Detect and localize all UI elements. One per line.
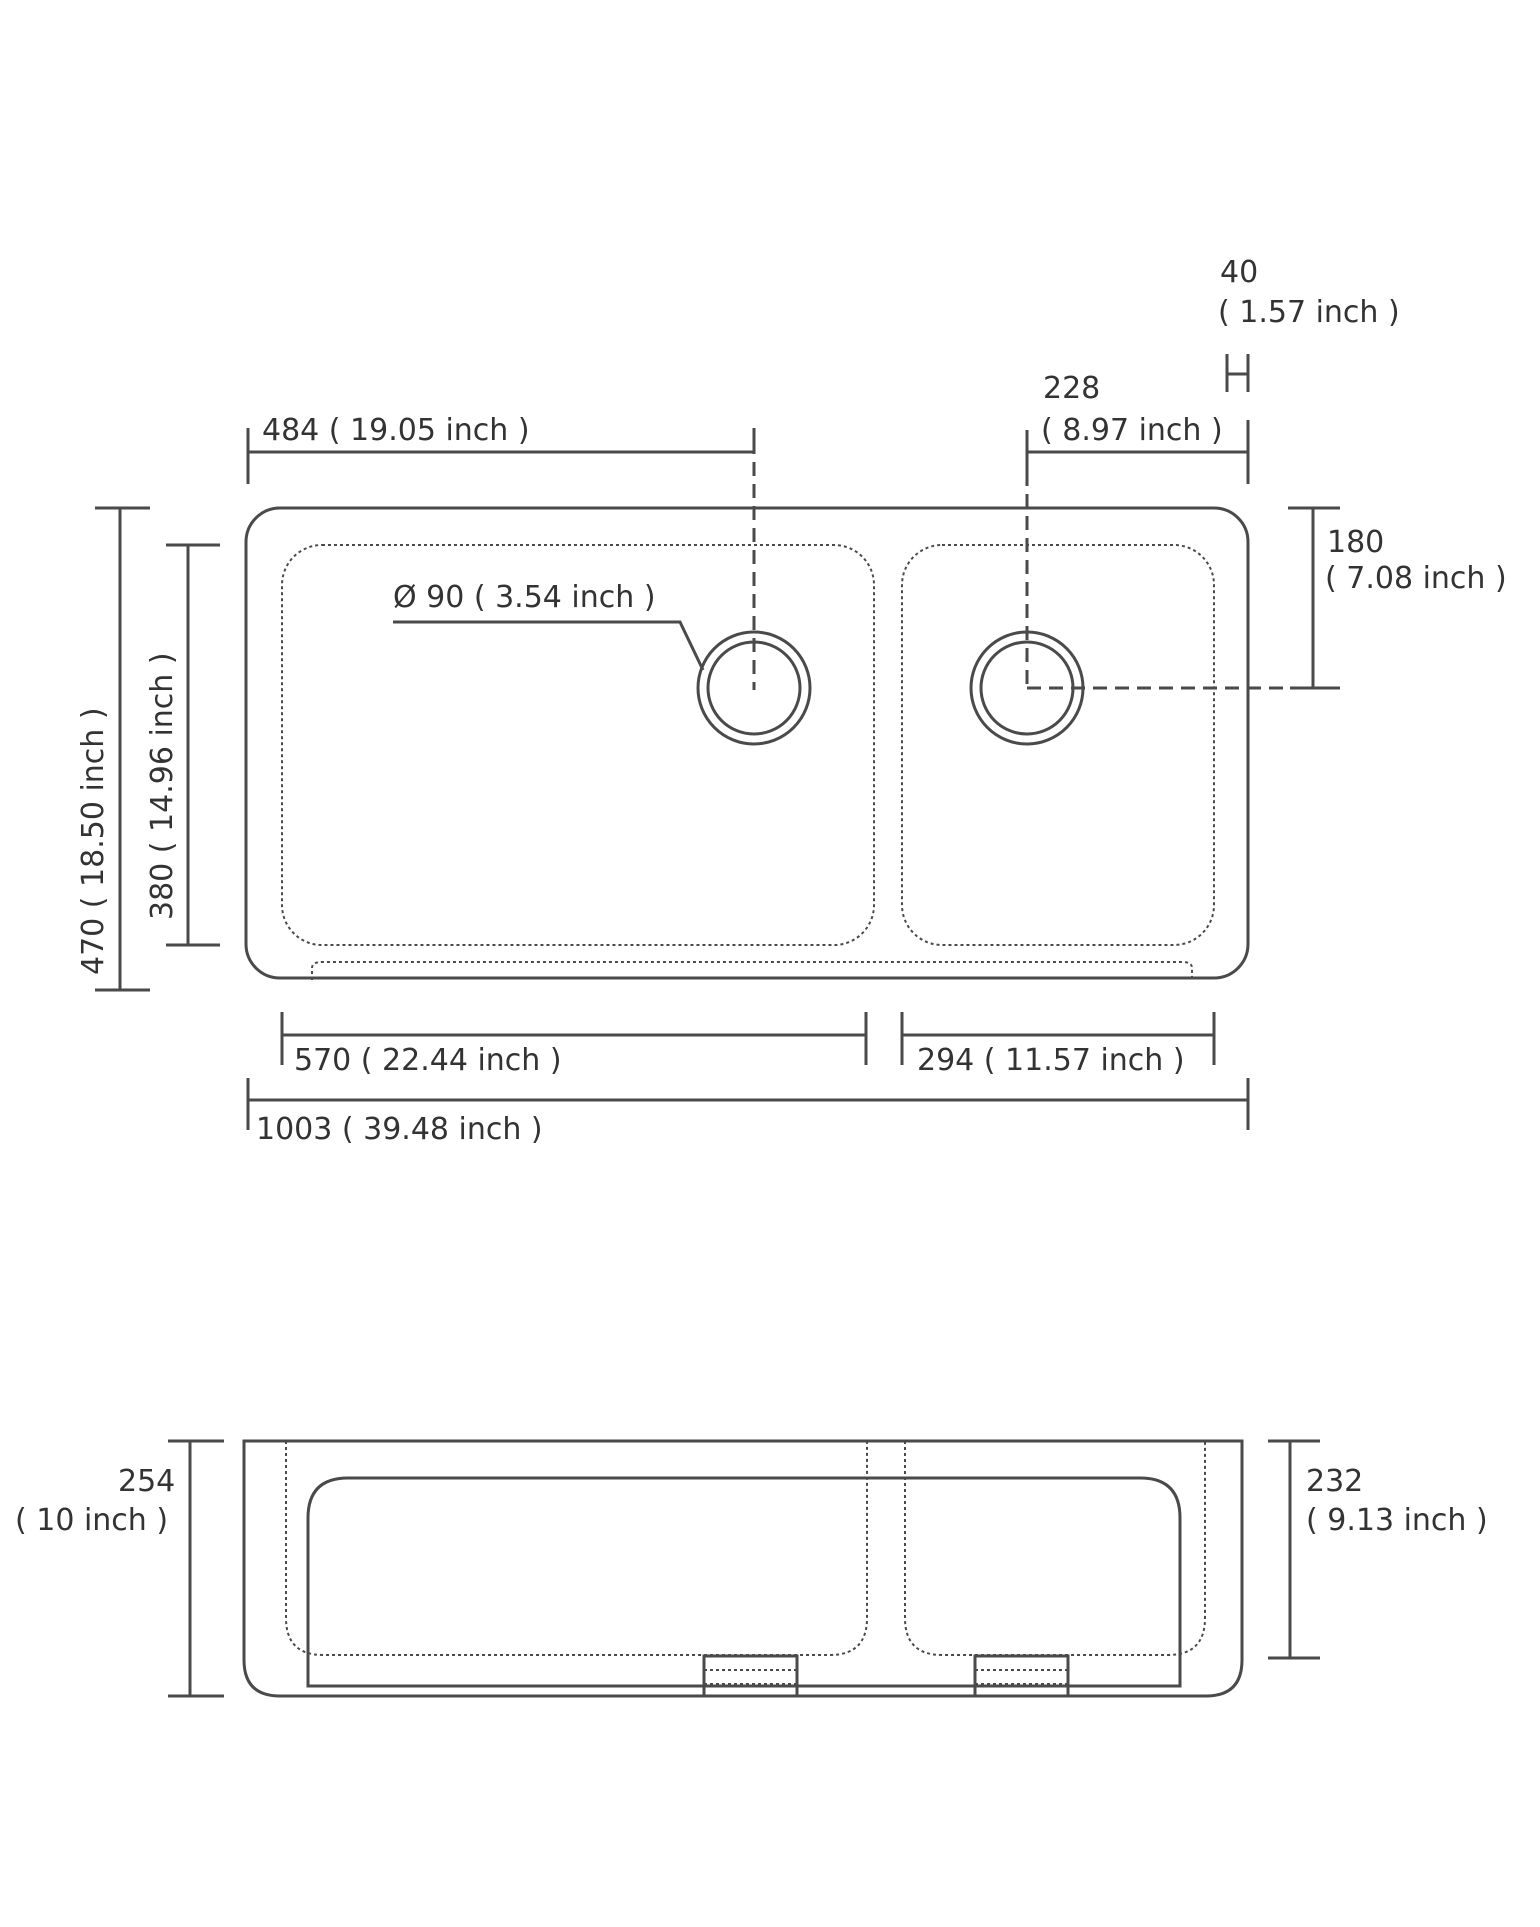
drain-depth-position-inch: ( 7.08 inch ) xyxy=(1325,561,1507,596)
right-bowl-section xyxy=(904,1441,1206,1656)
drain-depth-position-value: 180 xyxy=(1327,525,1384,560)
right-bowl-width-dimension: 294 ( 11.57 inch ) xyxy=(900,1012,1216,1078)
bowl-depth-dimension: 380 ( 14.96 inch ) xyxy=(145,543,220,947)
right-drain-position-inch: ( 8.97 inch ) xyxy=(1041,413,1223,448)
drain-diameter-callout: Ø 90 ( 3.54 inch ) xyxy=(393,580,705,671)
right-bowl-width-label: 294 ( 11.57 inch ) xyxy=(917,1043,1185,1078)
right-drain-flange xyxy=(973,1654,1070,1698)
right-drain-position-value: 228 xyxy=(1043,371,1100,406)
bowl-height-value: 232 xyxy=(1306,1464,1363,1499)
front-ledge xyxy=(311,961,1193,980)
left-bowl-outline xyxy=(281,544,875,946)
overall-height-inch: ( 10 inch ) xyxy=(15,1503,168,1538)
top-view: 484 ( 19.05 inch ) 228 ( 8.97 inch ) 40 … xyxy=(76,255,1507,1147)
right-bowl-outline xyxy=(901,544,1215,946)
overall-height-value: 254 xyxy=(118,1464,175,1499)
rim-thickness-dimension: 40 ( 1.57 inch ) xyxy=(1218,255,1400,392)
overall-depth-label: 470 ( 18.50 inch ) xyxy=(76,707,111,975)
rim-thickness-inch: ( 1.57 inch ) xyxy=(1218,295,1400,330)
bowl-height-inch: ( 9.13 inch ) xyxy=(1306,1503,1488,1538)
right-drain-position-dimension: 228 ( 8.97 inch ) xyxy=(1025,371,1250,484)
drain-depth-position-dimension: 180 ( 7.08 inch ) xyxy=(1288,506,1507,690)
sink-outline-front xyxy=(242,1439,1244,1698)
drain-diameter-label: Ø 90 ( 3.54 inch ) xyxy=(393,580,656,615)
left-bowl-section xyxy=(285,1441,868,1656)
overall-width-dimension: 1003 ( 39.48 inch ) xyxy=(246,1078,1250,1147)
overall-height-dimension: 254 ( 10 inch ) xyxy=(15,1439,224,1698)
left-drain-position-dimension: 484 ( 19.05 inch ) xyxy=(246,413,756,484)
left-bowl-width-label: 570 ( 22.44 inch ) xyxy=(294,1043,562,1078)
rim-thickness-value: 40 xyxy=(1220,255,1258,290)
front-view: 254 ( 10 inch ) 232 ( 9.13 inch ) xyxy=(15,1439,1488,1698)
bowl-height-dimension: 232 ( 9.13 inch ) xyxy=(1268,1439,1488,1660)
left-bowl-width-dimension: 570 ( 22.44 inch ) xyxy=(280,1012,868,1078)
front-cavity xyxy=(306,1476,1182,1688)
overall-width-label: 1003 ( 39.48 inch ) xyxy=(256,1112,543,1147)
left-drain-flange xyxy=(702,1654,799,1698)
left-drain-position-label: 484 ( 19.05 inch ) xyxy=(262,413,530,448)
bowl-depth-label: 380 ( 14.96 inch ) xyxy=(145,652,180,920)
overall-depth-dimension: 470 ( 18.50 inch ) xyxy=(76,506,150,992)
sink-outline-top xyxy=(244,506,1250,980)
